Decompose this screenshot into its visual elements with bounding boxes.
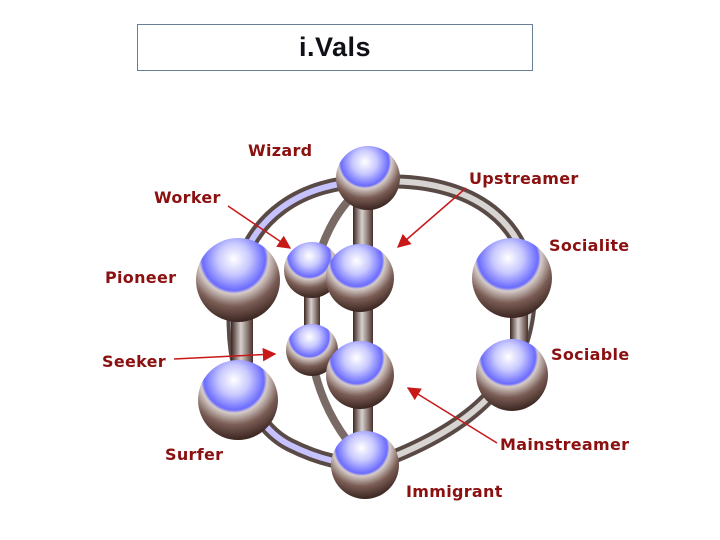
label-mainstreamer: Mainstreamer	[500, 435, 630, 454]
label-worker: Worker	[154, 188, 221, 207]
sphere-worker-inner	[284, 242, 340, 298]
sphere-seeker-inner	[286, 324, 338, 376]
label-surfer: Surfer	[165, 445, 224, 464]
sphere-sociable	[476, 339, 548, 411]
label-socialite: Socialite	[549, 236, 630, 255]
sphere-socialite	[472, 238, 552, 318]
label-upstreamer: Upstreamer	[469, 169, 579, 188]
sphere-pioneer	[196, 238, 280, 322]
ring-right	[369, 174, 538, 472]
arrow-seeker	[173, 347, 277, 362]
arrow-mainstreamer	[406, 387, 498, 444]
sphere-center-upper	[326, 244, 394, 312]
label-pioneer: Pioneer	[105, 268, 177, 287]
arrow-upstreamer	[396, 187, 467, 248]
label-seeker: Seeker	[102, 352, 166, 371]
arrow-worker	[227, 205, 292, 249]
label-immigrant: Immigrant	[406, 482, 503, 501]
title-box: i.Vals	[137, 24, 533, 71]
sphere-surfer	[198, 360, 278, 440]
sphere-wizard	[336, 146, 400, 210]
tube-inner-small	[304, 290, 320, 335]
sphere-center-mid	[326, 341, 394, 409]
sphere-immigrant	[331, 431, 399, 499]
page-title: i.Vals	[298, 32, 372, 62]
label-wizard: Wizard	[248, 141, 313, 160]
label-sociable: Sociable	[551, 345, 630, 364]
